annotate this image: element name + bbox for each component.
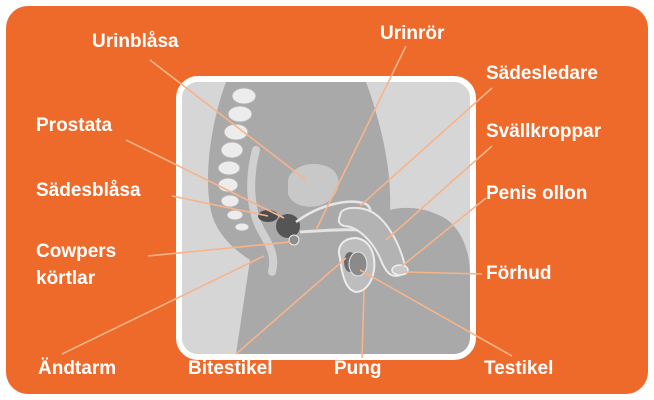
label-svallkroppar: Svällkroppar [486, 121, 601, 143]
label-sadesledare: Sädesledare [486, 63, 598, 85]
label-urinblasa: Urinblåsa [92, 31, 179, 53]
label-cowpers-line1: Cowpers [36, 241, 116, 263]
label-prostata: Prostata [36, 115, 112, 137]
label-urinror: Urinrör [380, 23, 444, 45]
label-cowpers-line2: körtlar [36, 268, 95, 290]
prostate-shape [276, 214, 300, 238]
label-forhud: Förhud [486, 263, 551, 285]
cowpers-glands-shape [289, 235, 299, 245]
glans-shape [392, 265, 408, 275]
label-penis-ollon: Penis ollon [486, 183, 587, 205]
label-andtarm: Ändtarm [38, 358, 116, 380]
label-pung: Pung [334, 358, 382, 380]
label-sadesblasa: Sädesblåsa [36, 180, 141, 202]
label-bitestikel: Bitestikel [188, 358, 272, 380]
label-testikel: Testikel [484, 358, 553, 380]
